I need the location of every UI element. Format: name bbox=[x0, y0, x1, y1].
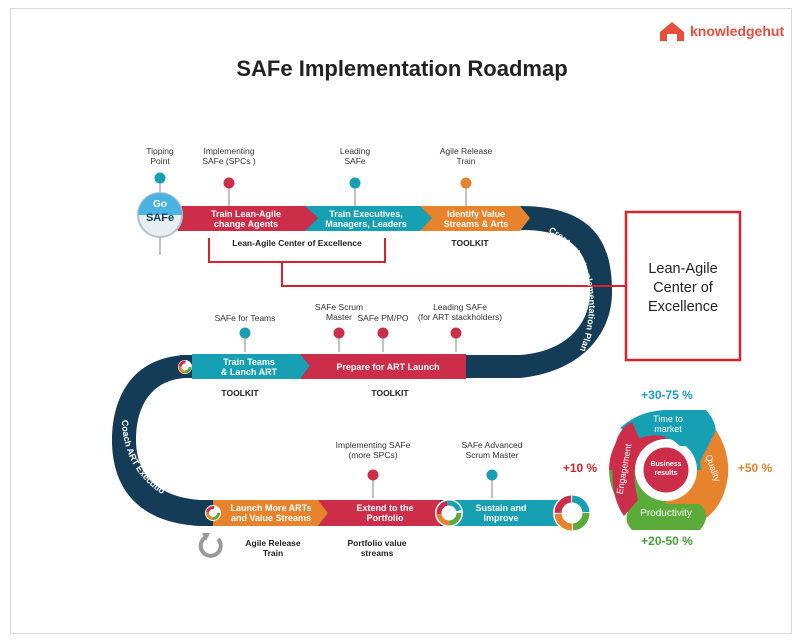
coe-box-border bbox=[624, 210, 742, 362]
seg-red-top bbox=[178, 206, 318, 231]
result-time-to-market: Time to market bbox=[653, 414, 683, 434]
curve-label-coach: Coach ART Execution bbox=[0, 0, 167, 496]
seg-train-lean-agile: Train Lean-Agile change Agents bbox=[210, 208, 281, 229]
label-safe-scrum-master: SAFe Scrum Master bbox=[314, 302, 364, 322]
road-curve-right bbox=[480, 206, 612, 378]
label-safe-pm-po: SAFe PM/PO bbox=[357, 313, 409, 323]
label-leading-safe-art: Leading SAFe (for ART stackholders) bbox=[417, 302, 503, 322]
toolkit-mid-right: TOOLKIT bbox=[371, 388, 409, 398]
page-title: SAFe Implementation Roadmap bbox=[236, 56, 568, 81]
label-safe-advanced-sm: SAFe Advanced Scrum Master bbox=[461, 440, 523, 460]
bracket-label: Lean-Agile Center of Excellence bbox=[232, 238, 362, 248]
seg-train-teams: Train Teams & Lanch ART bbox=[220, 356, 278, 377]
pct-right: +50 % bbox=[737, 461, 773, 475]
label-agile-release-train-bottom: Agile Release Train bbox=[245, 538, 301, 558]
label-tipping-point: Tipping Point bbox=[146, 146, 174, 166]
seg-sustain-improve: Sustain and Improve bbox=[475, 503, 527, 523]
seg-teal-mid bbox=[192, 354, 310, 379]
toolkit-top: TOOLKIT bbox=[451, 238, 489, 248]
label-leading-safe: Leading SAFe bbox=[339, 146, 371, 166]
safe-label: SAFe bbox=[145, 212, 175, 224]
go-label: Go bbox=[153, 199, 167, 210]
result-center: Business results bbox=[650, 461, 682, 477]
coe-connector bbox=[281, 262, 626, 287]
result-productivity: Productivity bbox=[640, 508, 692, 519]
seg-launch-more-arts: Launch More ARTs and Value Streams bbox=[230, 503, 312, 523]
seg-train-executives: Train Executives, Managers, Leaders bbox=[325, 208, 407, 229]
seg-red-mid bbox=[300, 354, 466, 379]
brand-hut-icon bbox=[660, 22, 684, 41]
results-wheel bbox=[609, 410, 729, 530]
pins bbox=[154, 172, 498, 481]
label-safe-for-teams: SAFe for Teams bbox=[214, 313, 276, 323]
brand-logo: knowledgehut bbox=[658, 20, 784, 42]
brand-name: knowledgehut bbox=[690, 23, 785, 39]
pct-top: +30-75 % bbox=[641, 388, 693, 402]
refresh-icon bbox=[198, 533, 223, 558]
toolkit-mid-left: TOOLKIT bbox=[221, 388, 259, 398]
seg-extend-portfolio: Extend to the Portfolio bbox=[356, 503, 414, 523]
label-portfolio-value-streams: Portfolio value streams bbox=[347, 538, 407, 558]
seg-orange-bot bbox=[213, 500, 328, 526]
coe-box-text: Lean-Agile Center of Excellence bbox=[647, 261, 719, 315]
pct-left: +10 % bbox=[562, 461, 598, 475]
label-implementing-spcs: Implementing SAFe (SPCs ) bbox=[202, 146, 256, 166]
seg-red-bot bbox=[318, 500, 440, 526]
seg-teal-bot bbox=[455, 500, 560, 526]
road-curve-left bbox=[112, 355, 230, 526]
coe-bracket bbox=[208, 238, 386, 263]
label-agile-release-train-top: Agile Release Train bbox=[439, 146, 493, 166]
pct-bottom: +20-50 % bbox=[641, 534, 693, 548]
seg-prepare-art-launch: Prepare for ART Launch bbox=[336, 361, 440, 372]
label-implementing-more-spcs: Implementing SAFe (more SPCs) bbox=[335, 440, 411, 460]
image-frame bbox=[10, 8, 792, 634]
seg-identify-value-streams: Identify Value Streams & Arts bbox=[443, 208, 509, 229]
seg-orange-top bbox=[420, 206, 530, 231]
ring-icons bbox=[178, 360, 591, 532]
seg-teal-top bbox=[305, 206, 432, 231]
